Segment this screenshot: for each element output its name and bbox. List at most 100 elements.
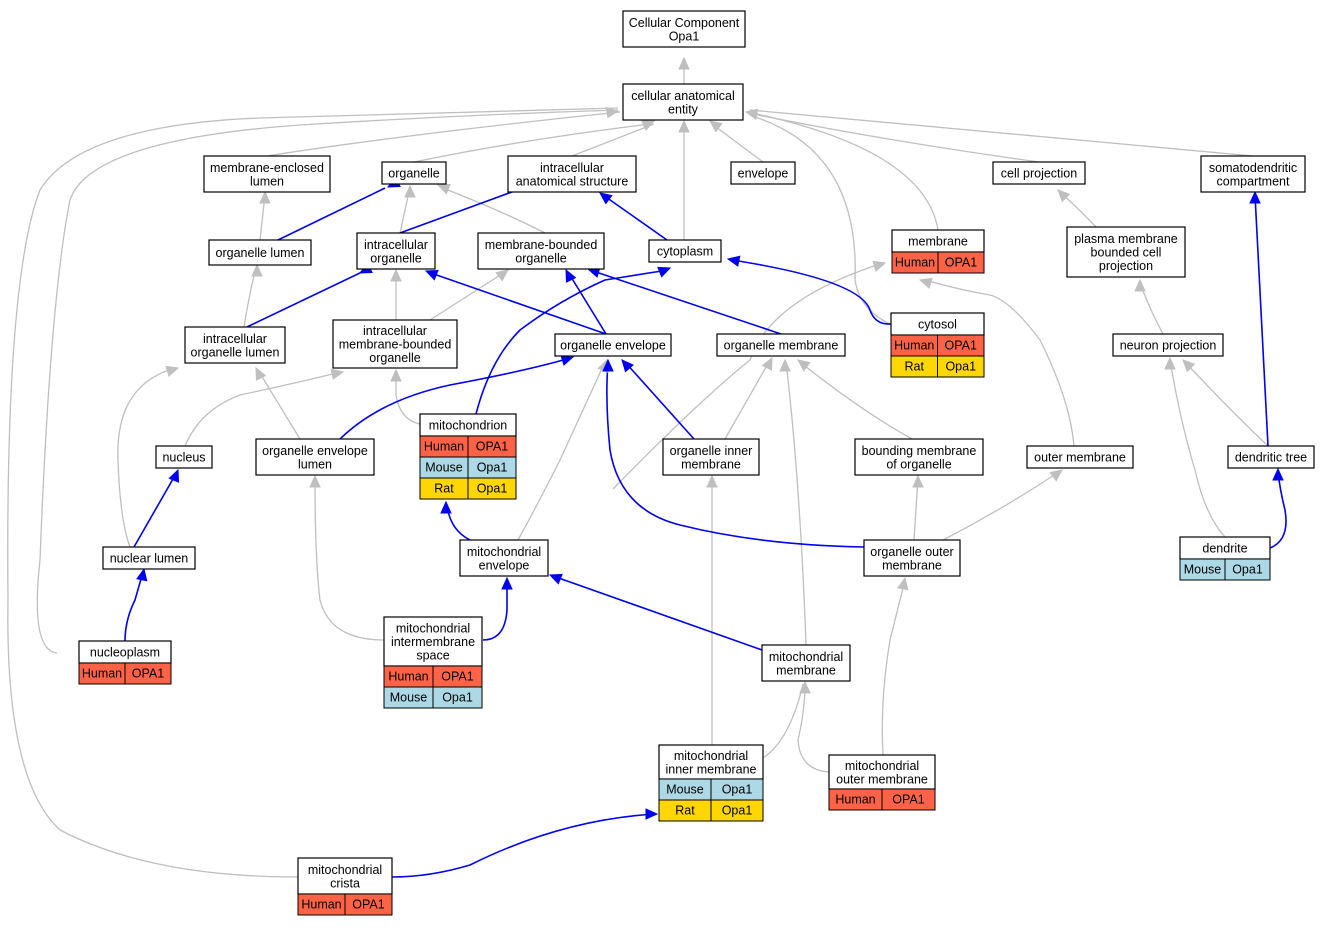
term-box bbox=[297, 857, 393, 895]
term-node-neuproj[interactable]: neuron projection bbox=[1112, 333, 1224, 357]
is-a-edge bbox=[924, 279, 1075, 447]
term-node-cellproj[interactable]: cell projection bbox=[992, 161, 1086, 185]
term-label: nucleoplasm bbox=[90, 646, 160, 660]
part-of-arrowhead bbox=[136, 567, 148, 582]
term-label: of organelle bbox=[886, 457, 951, 471]
gene-cell-label: OPA1 bbox=[892, 793, 924, 807]
term-node-orglumen[interactable]: organelle lumen bbox=[208, 239, 312, 266]
term-label: membrane bbox=[776, 663, 836, 677]
graph-edges bbox=[7, 56, 1287, 878]
part-of-edge bbox=[482, 580, 508, 641]
gene-cell-box bbox=[937, 251, 985, 274]
part-of-arrowhead bbox=[621, 359, 634, 373]
is-a-arrowhead bbox=[799, 680, 811, 694]
is-a-edge bbox=[881, 579, 906, 756]
term-label: membrane bbox=[882, 558, 942, 572]
is-a-arrowhead bbox=[1182, 359, 1196, 373]
term-box bbox=[477, 232, 605, 270]
term-box bbox=[992, 161, 1086, 185]
term-label: organelle lumen bbox=[216, 246, 305, 260]
term-label: projection bbox=[1099, 259, 1153, 273]
term-node-nuclumen[interactable]: nuclear lumen bbox=[102, 546, 196, 570]
part-of-edge bbox=[552, 575, 763, 651]
part-of-edge bbox=[277, 187, 386, 241]
term-label: cellular anatomical bbox=[631, 89, 735, 103]
term-label: envelope bbox=[738, 167, 789, 181]
is-a-arrowhead bbox=[1134, 278, 1146, 292]
is-a-arrowhead bbox=[436, 183, 451, 195]
term-box bbox=[184, 326, 286, 364]
term-node-outermem[interactable]: outer membrane bbox=[1026, 445, 1134, 469]
term-node-cytoplasm[interactable]: cytoplasm bbox=[648, 239, 722, 263]
part-of-arrowhead bbox=[1272, 467, 1284, 481]
is-a-arrowhead bbox=[709, 120, 723, 133]
part-of-edge bbox=[731, 259, 892, 325]
term-node-organelle[interactable]: organelle bbox=[381, 161, 447, 185]
is-a-arrowhead bbox=[605, 106, 620, 119]
is-a-arrowhead bbox=[495, 269, 509, 282]
term-label: organelle lumen bbox=[191, 345, 280, 359]
gene-cell-label: OPA1 bbox=[476, 440, 508, 454]
is-a-arrowhead bbox=[797, 359, 811, 372]
gene-cell-label: OPA1 bbox=[132, 667, 164, 681]
term-node-nucleus[interactable]: nucleus bbox=[155, 445, 213, 469]
term-label: intracellular bbox=[364, 238, 428, 252]
term-box bbox=[507, 155, 637, 193]
is-a-edge bbox=[439, 186, 546, 234]
is-a-edge bbox=[797, 683, 830, 773]
part-of-edge bbox=[391, 813, 656, 878]
term-node-orgenv[interactable]: organelle envelope bbox=[554, 333, 672, 357]
term-node-orgmem[interactable]: organelle membrane bbox=[716, 333, 846, 357]
term-label: organelle membrane bbox=[724, 339, 839, 353]
species-cell-label: Human bbox=[835, 793, 875, 807]
term-box bbox=[255, 438, 375, 476]
term-label: neuron projection bbox=[1120, 339, 1217, 353]
is-a-arrowhead bbox=[404, 184, 416, 198]
term-node-envelope[interactable]: envelope bbox=[730, 161, 796, 185]
is-a-edge bbox=[785, 361, 807, 646]
term-node-dendtree[interactable]: dendritic tree bbox=[1227, 445, 1315, 469]
gene-cell-box bbox=[467, 477, 517, 500]
term-label: lumen bbox=[250, 174, 284, 188]
term-label: organelle bbox=[369, 351, 420, 365]
is-a-edge bbox=[314, 477, 385, 641]
term-box bbox=[155, 445, 213, 469]
term-box bbox=[761, 644, 851, 682]
is-a-edge bbox=[36, 109, 619, 654]
part-of-arrowhead bbox=[548, 573, 563, 585]
gene-cell-label: Opa1 bbox=[1232, 563, 1263, 577]
term-label: mitochondrial bbox=[308, 863, 382, 877]
part-of-edge bbox=[446, 504, 471, 541]
term-label: dendrite bbox=[1202, 542, 1247, 556]
term-label: lumen bbox=[298, 457, 332, 471]
part-of-edge bbox=[339, 357, 571, 440]
part-of-edge bbox=[399, 188, 521, 234]
is-a-arrowhead bbox=[744, 108, 759, 120]
term-box bbox=[381, 161, 447, 185]
